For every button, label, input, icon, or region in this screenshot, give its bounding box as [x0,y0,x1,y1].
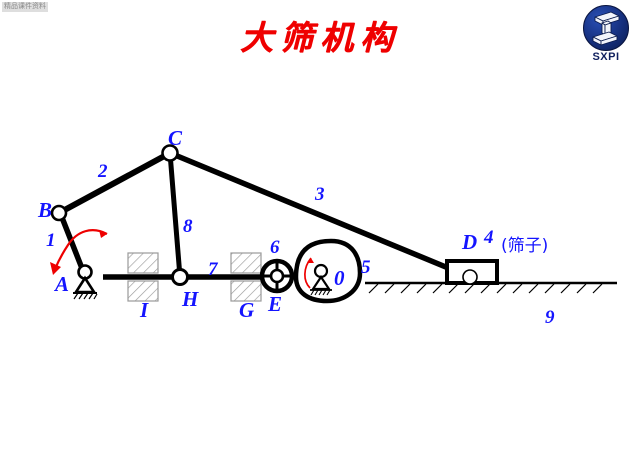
logo-gong-glyph-icon [592,11,620,46]
cam-fixed-pivot-O [310,263,332,296]
fixed-pivot-A [73,264,98,300]
link-8 [167,150,183,280]
label-cam-pivot-O: 0 [334,266,345,290]
label-guide-G: G [239,298,255,322]
label-sieve-note: (筛子) [501,236,549,256]
label-link-7: 7 [208,259,218,280]
label-point-A: A [55,272,70,296]
page-title: 大筛机构 [240,18,400,57]
label-guide-I: I [140,298,149,322]
label-link-8: 8 [183,216,193,237]
label-link-5: 5 [361,257,371,278]
label-point-C: C [168,126,183,150]
sxpi-logo: SXPI [580,5,632,67]
logo-wordmark: SXPI [592,51,620,63]
label-point-E: E [268,292,283,316]
link-3-connecting-rod [167,150,473,280]
label-link-9-ground: 9 [545,307,555,328]
label-point-B: B [38,198,53,222]
pin-joint-H [171,268,189,286]
label-point-D: D [462,230,478,254]
roller-6 [259,258,295,294]
label-link-2: 2 [98,161,108,182]
pin-joint-B [50,204,68,222]
slider-guide-G [230,252,262,302]
crank-rotation-arrow [50,229,108,275]
slider-4-sieve [445,259,499,285]
cam-rotation-arrow [304,257,314,289]
link-2-coupler [56,150,173,216]
label-point-H: H [182,287,199,311]
pin-joint-C [161,144,179,162]
label-link-3: 3 [315,184,325,205]
watermark-text: 精品课件资料 [2,2,48,12]
label-link-1: 1 [46,230,56,251]
label-link-4: 4 [484,227,494,248]
slider-guide-I [127,252,159,302]
label-link-6: 6 [270,237,280,258]
